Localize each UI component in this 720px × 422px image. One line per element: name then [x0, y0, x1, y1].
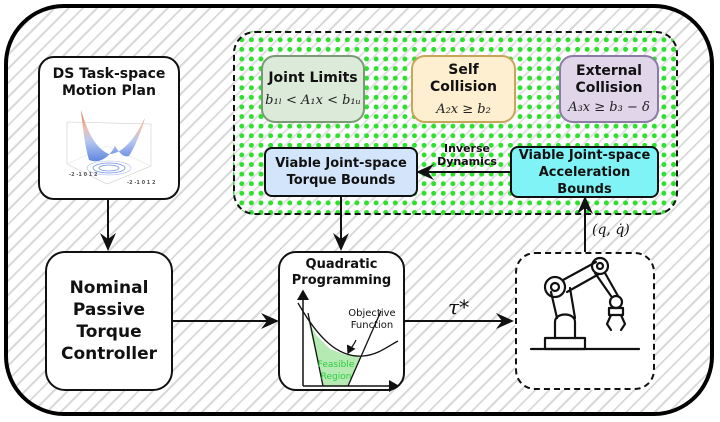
joint-limits-title: Joint Limits [268, 70, 358, 86]
constraint-left [307, 312, 324, 387]
robot-arm-icon [529, 256, 641, 351]
tau-star-label: τ* [448, 295, 470, 319]
acceleration-bounds-box: Viable Joint-space Acceleration Bounds [510, 146, 659, 198]
inverse-dynamics-line-2: Dynamics [437, 155, 497, 168]
svg-text:-2 -1 0 1 2: -2 -1 0 1 2 [127, 180, 156, 186]
3d-surface-plot-icon: -2 -1 0 1 2 -2 -1 0 1 2 [66, 110, 156, 186]
motion-plan-title-1: DS Task-space [52, 66, 166, 82]
controller-line-3: Torque [76, 322, 142, 342]
feasible-region-shape [308, 320, 361, 386]
qp-title-1: Quadratic [305, 257, 378, 272]
feasible-label-2: Region [321, 372, 352, 382]
external-collision-box: External Collision A₃x ≥ b₃ − δ [559, 55, 659, 123]
self-collision-box: Self Collision A₂x ≥ b₂ [411, 55, 516, 123]
controller-line-1: Nominal [69, 278, 149, 298]
constraint-right [347, 310, 382, 387]
inverse-dynamics-label: Inverse Dynamics [432, 142, 502, 168]
inverse-dynamics-line-1: Inverse [444, 142, 490, 155]
robot-box [515, 252, 655, 390]
external-collision-title-2: Collision [575, 80, 643, 96]
torque-bounds-box: Viable Joint-space Torque Bounds [264, 147, 418, 197]
objective-curve [297, 302, 399, 357]
motion-plan-title-2: Motion Plan [62, 83, 156, 99]
acceleration-bounds-line-2: Acceleration Bounds [538, 164, 631, 197]
nominal-passive-torque-controller-box: Nominal Passive Torque Controller [45, 251, 173, 391]
joint-limits-equation: b₁ₗ < A₁x < b₁ᵤ [265, 93, 361, 108]
self-collision-title: Self Collision [429, 61, 497, 95]
qp-feasibility-plot: Objective Function Feasible Region [297, 289, 400, 392]
self-collision-equation: A₂x ≥ b₂ [436, 101, 491, 117]
motion-plan-box: DS Task-space Motion Plan -2 -1 0 1 2 -2… [38, 56, 180, 200]
external-collision-equation: A₃x ≥ b₃ − δ [568, 100, 650, 115]
objective-label-2: Function [351, 320, 394, 331]
torque-bounds-line-2: Torque Bounds [286, 173, 396, 188]
objective-pointer-arrow [346, 339, 357, 355]
objective-label-1: Objective [348, 308, 395, 319]
feasible-label-1: Feasible [318, 360, 355, 370]
external-collision-title-1: External [576, 63, 642, 79]
acceleration-bounds-line-1: Viable Joint-space [518, 147, 651, 163]
torque-bounds-line-1: Viable Joint-space [275, 156, 407, 171]
controller-line-4: Controller [60, 344, 157, 364]
qp-title-2: Programming [291, 273, 392, 288]
joint-limits-box: Joint Limits b₁ₗ < A₁x < b₁ᵤ [261, 55, 365, 123]
svg-text:-2 -1 0 1 2: -2 -1 0 1 2 [69, 172, 98, 178]
robot-state-label: (q, q̇) [592, 222, 630, 238]
controller-line-2: Passive [72, 300, 146, 320]
